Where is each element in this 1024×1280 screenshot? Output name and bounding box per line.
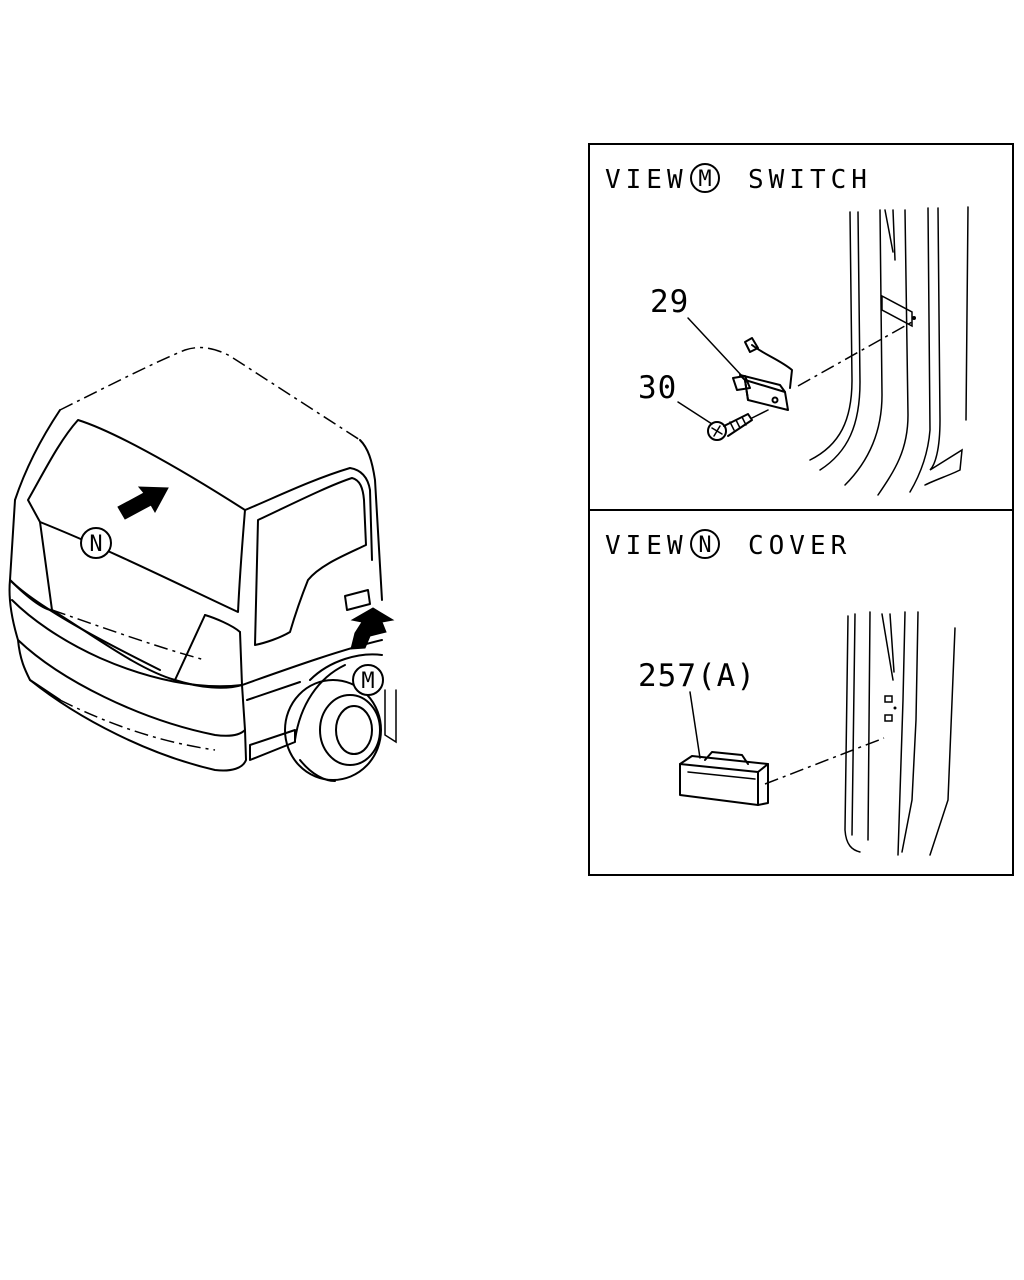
truck-marker-side: M <box>352 664 384 696</box>
svg-text:M: M <box>698 167 711 192</box>
view-direction-arrow-icon <box>117 486 169 520</box>
callout-257a: 257(A) <box>638 658 756 694</box>
svg-text:VIEW: VIEW <box>605 165 688 195</box>
view-direction-arrow-icon <box>350 607 395 650</box>
svg-text:COVER: COVER <box>748 531 851 561</box>
truck-cab-drawing: N M <box>8 346 397 782</box>
cover-part <box>679 751 769 806</box>
svg-text:SWITCH: SWITCH <box>748 165 872 195</box>
door-switch-part <box>732 337 793 411</box>
callout-30: 30 <box>638 370 677 406</box>
svg-text:N: N <box>89 532 102 557</box>
view-m-title: VIEW M SWITCH <box>605 163 872 195</box>
screw-part <box>707 409 769 441</box>
view-m-panel: VIEW M SWITCH <box>605 163 969 496</box>
detail-frame <box>588 143 1014 876</box>
truck-marker-front: N <box>80 527 112 559</box>
door-frame-drawing <box>809 206 969 496</box>
svg-text:N: N <box>698 533 711 558</box>
callout-29: 29 <box>650 284 689 320</box>
door-frame-drawing <box>844 611 956 856</box>
view-n-title: VIEW N COVER <box>605 529 851 561</box>
view-n-panel: VIEW N COVER 257( <box>605 529 956 856</box>
svg-text:VIEW: VIEW <box>605 531 688 561</box>
svg-text:M: M <box>361 669 374 694</box>
